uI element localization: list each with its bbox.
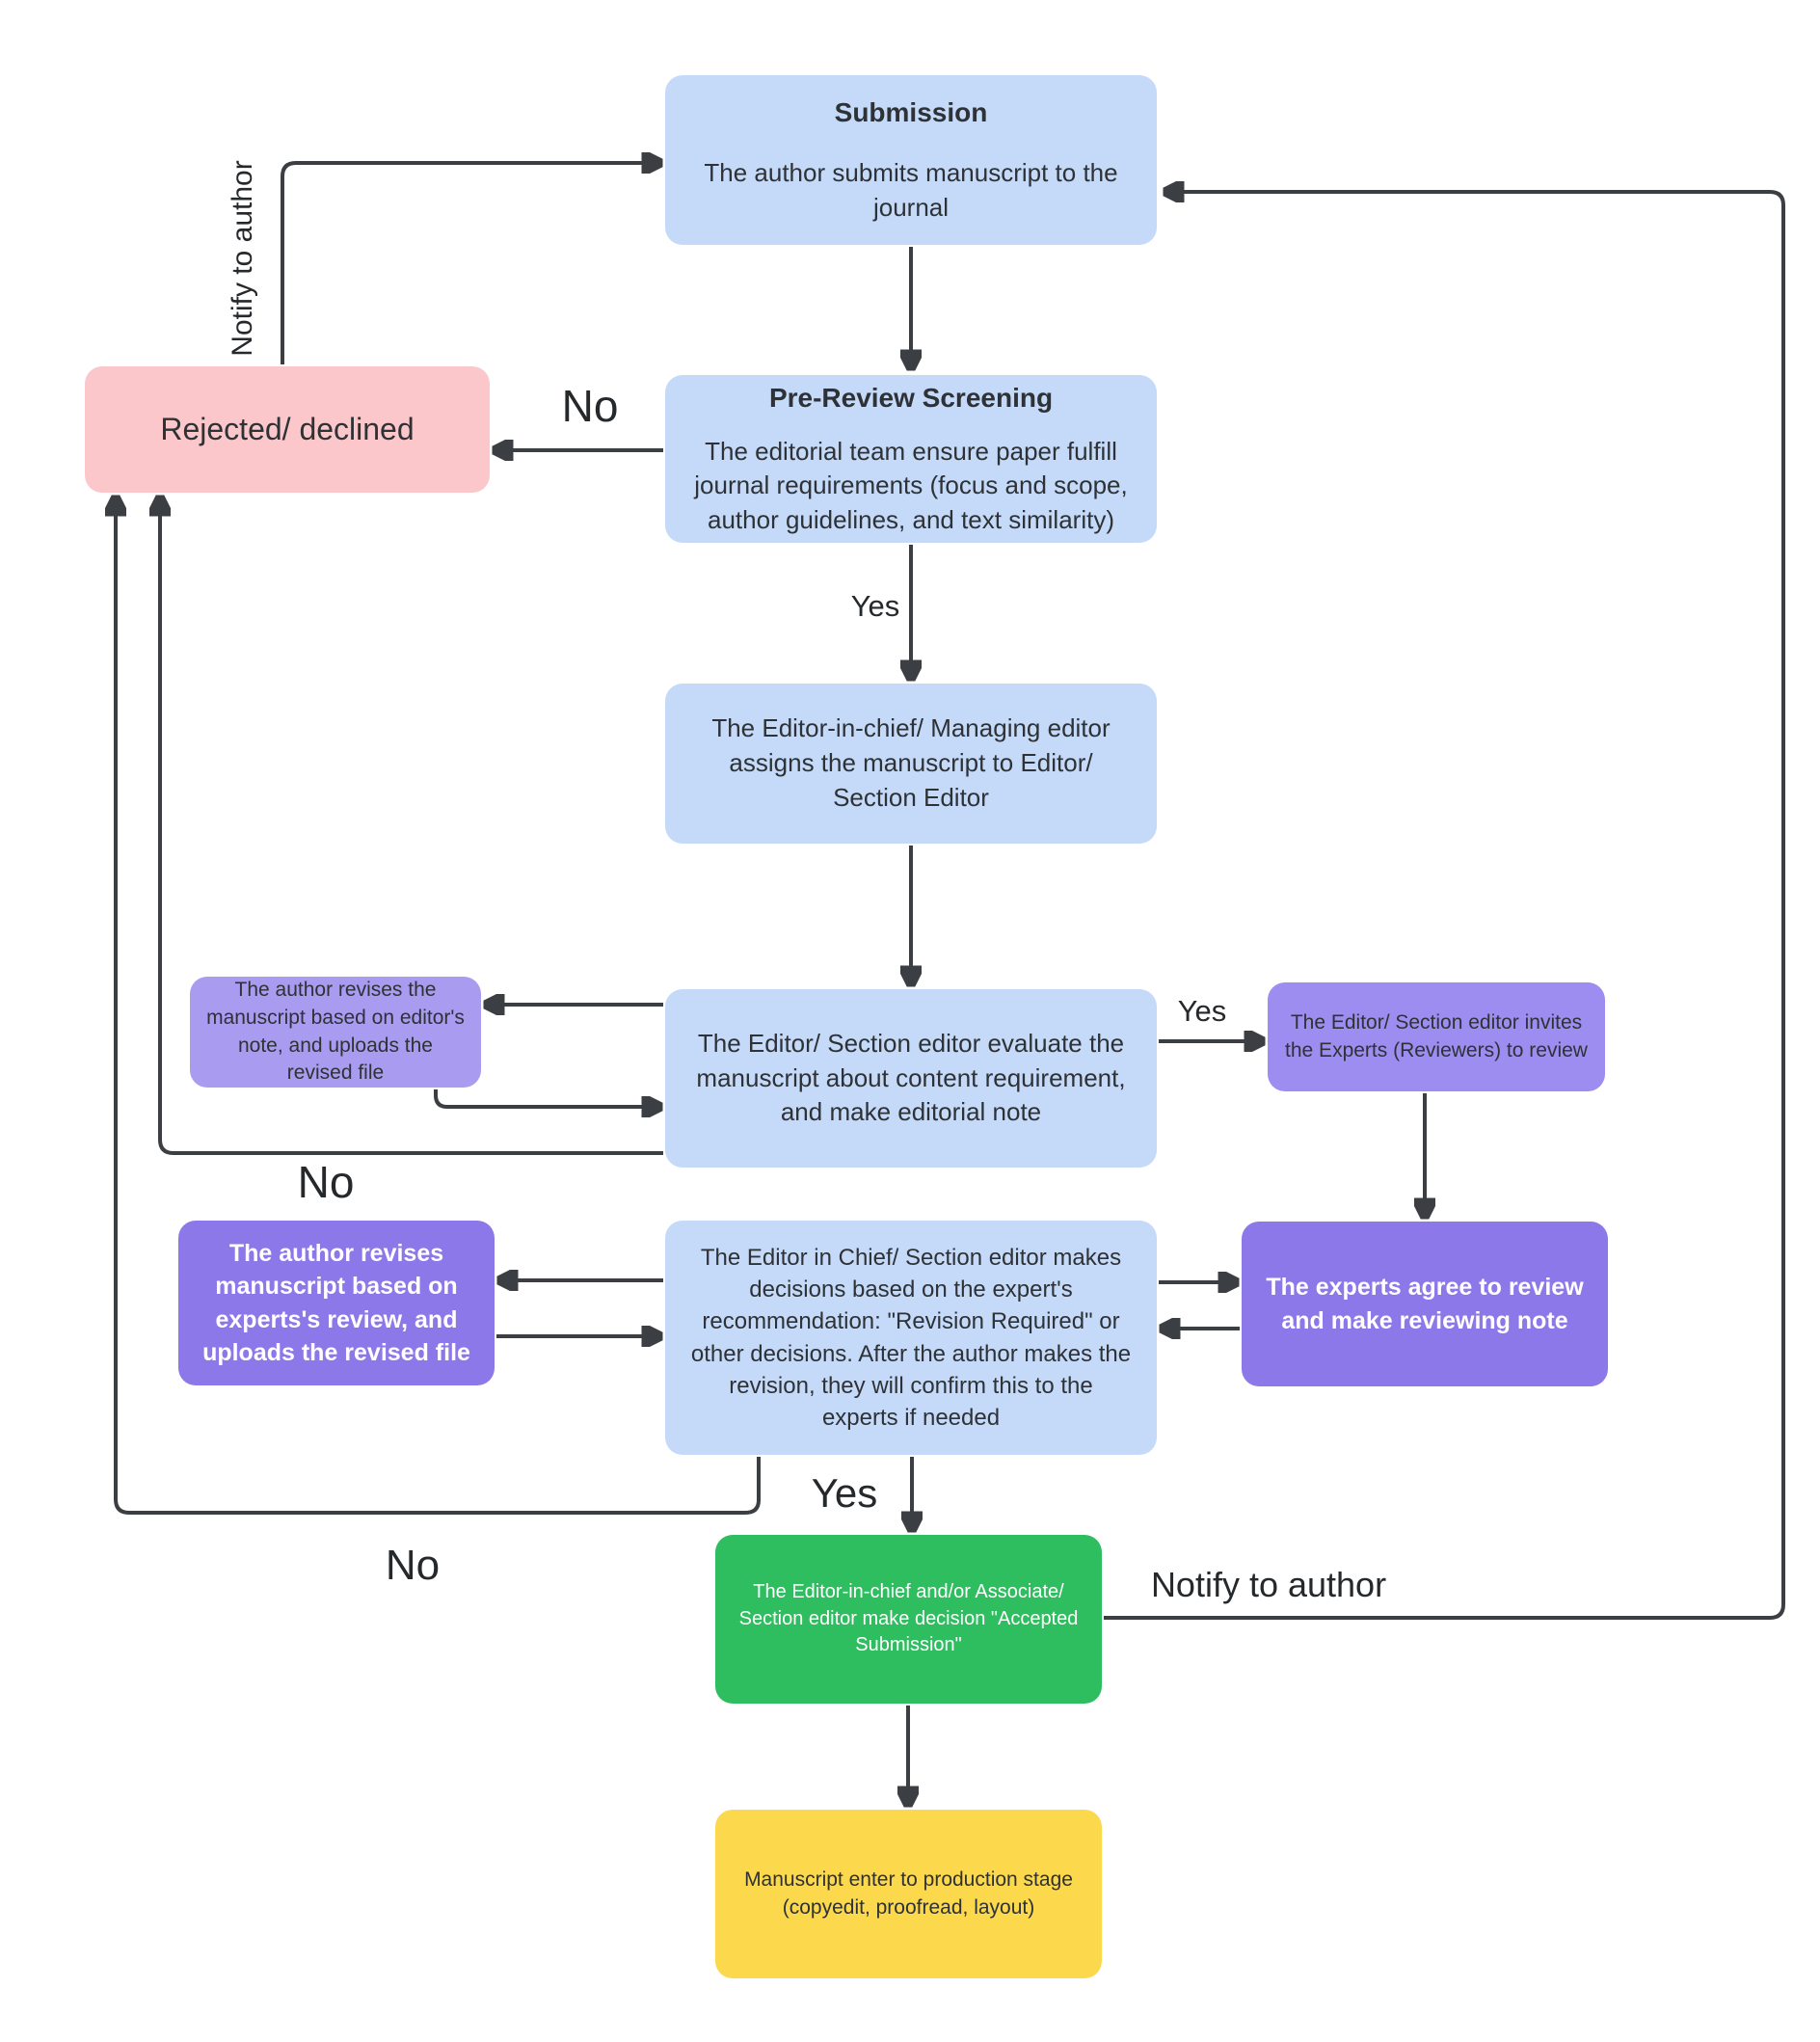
node-experts-agree: The experts agree to review and make rev…	[1242, 1222, 1608, 1386]
node-pre-review-title: Pre-Review Screening	[768, 382, 1054, 413]
node-invite-body: The Editor/ Section editor invites the E…	[1285, 1010, 1588, 1061]
label-notify-to-author-rejected: Notify to author	[227, 160, 258, 357]
node-submission-title: Submission	[834, 96, 988, 127]
label-notify-to-author-accepted: Notify to author	[1150, 1565, 1387, 1604]
node-revise-experts-review: The author revises manuscript based on e…	[178, 1221, 495, 1385]
node-production-body: Manuscript enter to production stage (co…	[744, 1867, 1073, 1919]
node-invite-reviewers: The Editor/ Section editor invites the E…	[1268, 982, 1605, 1091]
edge-decision-no-to-rejected	[116, 498, 761, 1515]
node-pre-review-body: The editorial team ensure paper fulfill …	[694, 436, 1128, 535]
node-revise-editor-body: The author revises the manuscript based …	[206, 978, 465, 1085]
node-assign-editor: The Editor-in-chief/ Managing editor ass…	[665, 684, 1157, 844]
node-submission: Submission The author submits manuscript…	[665, 75, 1157, 245]
node-experts-agree-body: The experts agree to review and make rev…	[1266, 1274, 1584, 1334]
node-rejected-declined: Rejected/ declined	[85, 366, 490, 493]
edge-revise-editor-to-evaluate	[434, 1089, 659, 1107]
label-yes-prereview: Yes	[850, 589, 900, 623]
node-evaluate-manuscript: The Editor/ Section editor evaluate the …	[665, 989, 1157, 1168]
node-decision: The Editor in Chief/ Section editor make…	[665, 1221, 1157, 1455]
label-yes-decision: Yes	[811, 1470, 878, 1516]
label-no-evaluate: No	[297, 1157, 355, 1207]
node-pre-review-screening: Pre-Review Screening The editorial team …	[665, 375, 1157, 543]
edge-accepted-notify-to-submission	[1104, 192, 1785, 1620]
node-assign-body: The Editor-in-chief/ Managing editor ass…	[711, 713, 1111, 812]
label-no-decision: No	[385, 1542, 441, 1589]
edge-rejected-notify-to-submission	[281, 163, 659, 364]
node-accepted-submission: The Editor-in-chief and/or Associate/ Se…	[715, 1535, 1102, 1704]
edge-evaluate-no-to-rejected	[160, 498, 663, 1155]
node-evaluate-body: The Editor/ Section editor evaluate the …	[696, 1028, 1126, 1127]
node-production-stage: Manuscript enter to production stage (co…	[715, 1810, 1102, 1978]
node-revise-experts-body: The author revises manuscript based on e…	[202, 1239, 470, 1367]
node-accepted-body: The Editor-in-chief and/or Associate/ Se…	[738, 1581, 1079, 1656]
node-rejected-label: Rejected/ declined	[160, 412, 415, 447]
node-decision-body: The Editor in Chief/ Section editor make…	[690, 1245, 1132, 1431]
node-submission-body: The author submits manuscript to the jou…	[704, 158, 1118, 223]
label-no-prereview: No	[561, 381, 619, 431]
node-revise-editor-note: The author revises the manuscript based …	[190, 977, 481, 1088]
label-yes-evaluate: Yes	[1177, 994, 1227, 1028]
